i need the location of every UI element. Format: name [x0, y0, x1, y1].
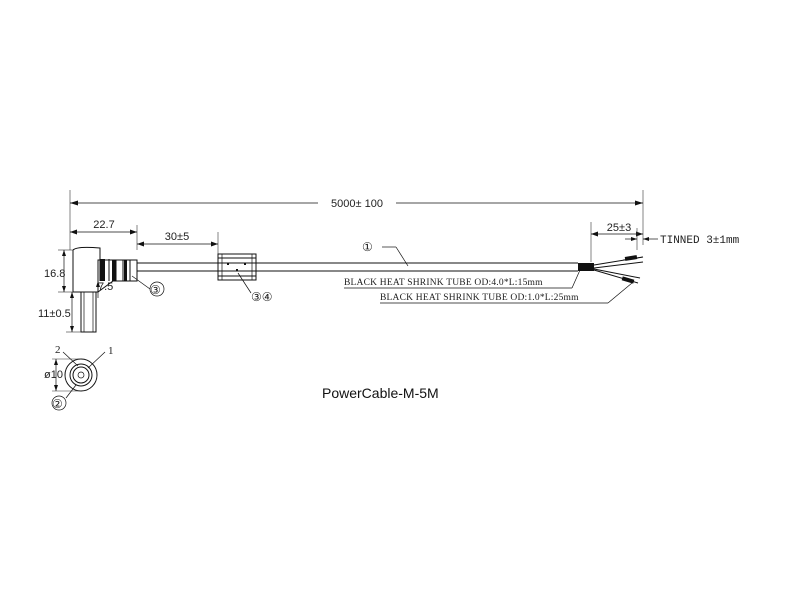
plug-length-dimension: 22.7 [70, 219, 138, 250]
plug-length-label: 22.7 [93, 219, 114, 231]
boot-offset-label: 7.5 [98, 281, 113, 293]
cable-callout: ① [362, 240, 409, 267]
plug-height-dimension: 16.8 [44, 249, 73, 293]
ferrite-offset-label: 30±5 [165, 231, 189, 243]
strip-length-dimension: 25±3 [590, 222, 643, 262]
boot-callout: ③ [131, 275, 165, 297]
heat-shrink-note-2-label: BLACK HEAT SHRINK TUBE OD:1.0*L:25mm [380, 293, 579, 303]
overall-length-dimension: 5000± 100 [69, 190, 644, 250]
cable [137, 262, 578, 272]
tinned-note: TINNED 3±1mm [660, 235, 740, 247]
heat-shrink-note-2: BLACK HEAT SHRINK TUBE OD:1.0*L:25mm [380, 282, 633, 304]
dc-plug [72, 246, 138, 333]
boot-callout-label: ③ [150, 283, 161, 297]
plug-face-view: ø10 2 1 ② [44, 344, 114, 411]
pin-length-label: 11±0.5 [38, 308, 71, 320]
heat-shrink-note-1-label: BLACK HEAT SHRINK TUBE OD:4.0*L:15mm [344, 278, 543, 288]
drawing-title: PowerCable-M-5M [322, 385, 439, 401]
ferrite-callout: ③④ [237, 272, 273, 304]
pin-label-2: 2 [55, 344, 61, 356]
ferrite-core [217, 253, 257, 281]
strip-length-label: 25±3 [607, 222, 631, 234]
boot-offset-dimension: 7.5 [96, 281, 113, 298]
ferrite-callout-label: ③④ [251, 290, 273, 304]
cable-callout-label: ① [362, 240, 373, 254]
heat-shrink-note-1: BLACK HEAT SHRINK TUBE OD:4.0*L:15mm [344, 269, 581, 289]
overall-length-label: 5000± 100 [331, 198, 383, 210]
pin-label-1: 1 [108, 345, 114, 357]
plug-face-callout-label: ② [52, 397, 63, 411]
pin-length-dimension: 11±0.5 [38, 292, 81, 333]
plug-height-label: 16.8 [44, 268, 65, 280]
plug-diameter-label: ø10 [44, 369, 63, 381]
ferrite-offset-dimension: 30±5 [137, 231, 219, 255]
heat-shrink-and-wires [578, 255, 644, 284]
tinned-dimension: TINNED 3±1mm [625, 228, 740, 250]
